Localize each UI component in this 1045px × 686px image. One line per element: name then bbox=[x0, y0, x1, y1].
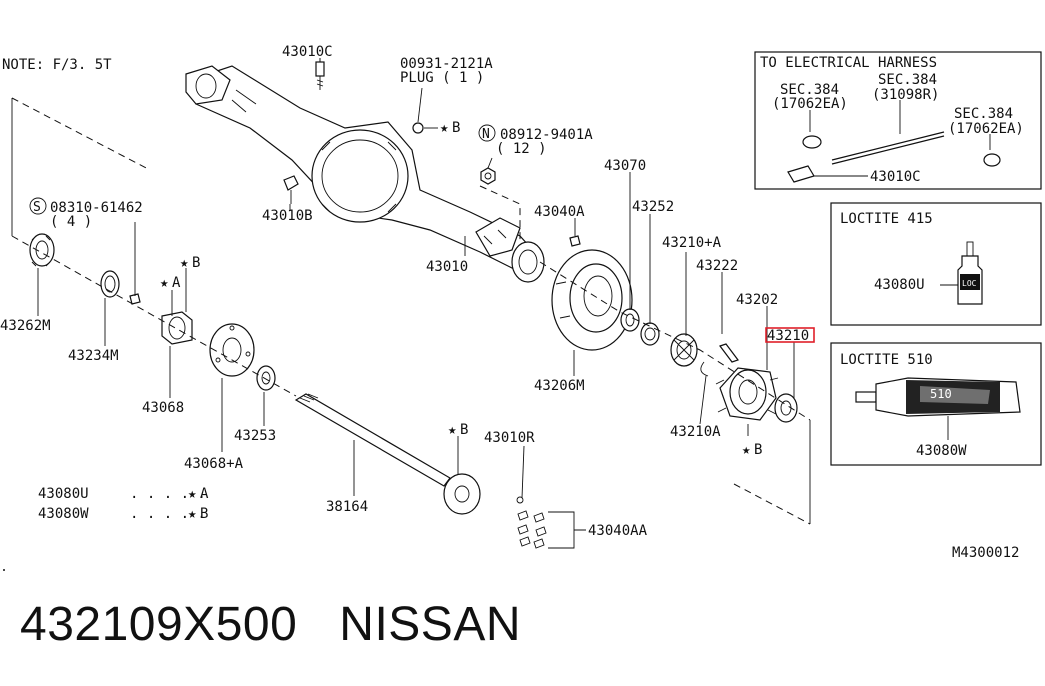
bolt-43010b bbox=[283, 175, 299, 204]
label-08310: 08310-61462 bbox=[50, 200, 143, 216]
star-icon: ★ bbox=[188, 486, 197, 502]
legend-b: B bbox=[200, 506, 208, 522]
circle-n-icon bbox=[478, 124, 496, 142]
stud-group-43040aa bbox=[516, 496, 547, 549]
label-43262m: 43262M bbox=[0, 318, 51, 334]
caption: 432109X500 NISSAN bbox=[20, 597, 521, 652]
star-icon: ★ bbox=[742, 442, 751, 458]
label-star-b-38164: B bbox=[460, 422, 468, 438]
tube-icon: 510 bbox=[855, 377, 1021, 417]
label-star-b-hub: B bbox=[754, 442, 762, 458]
label-43210-highlighted: 43210 bbox=[767, 328, 809, 344]
loctite510-part: 43080W bbox=[916, 443, 967, 459]
seal-43234m bbox=[100, 270, 120, 298]
label-38164: 38164 bbox=[326, 499, 368, 515]
brake-drum-43206m bbox=[551, 249, 633, 351]
label-43040aa: 43040AA bbox=[588, 523, 648, 539]
loctite415-part: 43080U bbox=[874, 277, 925, 293]
label-43210a: 43210A bbox=[670, 424, 721, 440]
label-star-b-43068: B bbox=[192, 255, 200, 271]
legend-dots: . . . . . bbox=[130, 486, 206, 502]
label-43222: 43222 bbox=[696, 258, 738, 274]
bearing-43210a-plus bbox=[670, 333, 698, 367]
label-43010r: 43010R bbox=[484, 430, 535, 446]
axle-housing bbox=[185, 65, 545, 283]
seal-43253 bbox=[256, 365, 276, 391]
star-icon: ★ bbox=[448, 422, 457, 438]
label-43068: 43068 bbox=[142, 400, 184, 416]
label-43040a: 43040A bbox=[534, 204, 585, 220]
label-star-b-plug: B bbox=[452, 120, 460, 136]
harness-sec3: SEC.384 bbox=[954, 106, 1013, 122]
star-icon: ★ bbox=[188, 506, 197, 522]
bearing-43210 bbox=[774, 393, 798, 423]
star-icon: ★ bbox=[160, 275, 169, 291]
caption-brand: NISSAN bbox=[339, 598, 521, 651]
label-43252: 43252 bbox=[632, 199, 674, 215]
harness-box: TO ELECTRICAL HARNESS SEC.384 (17062EA) … bbox=[754, 51, 1042, 190]
tube-text: 510 bbox=[930, 387, 952, 401]
label-43068a: 43068+A bbox=[184, 456, 244, 472]
loctite415-title: LOCTITE 415 bbox=[840, 211, 933, 227]
loctite-415-box: LOCTITE 415 43080U LOC bbox=[830, 202, 1042, 326]
harness-sec2: SEC.384 bbox=[878, 72, 937, 88]
harness-part: 43010C bbox=[870, 169, 921, 185]
caption-part-number: 432109X500 bbox=[20, 598, 298, 651]
star-icon: ★ bbox=[180, 255, 189, 271]
harness-title: TO ELECTRICAL HARNESS bbox=[760, 55, 937, 71]
label-43206m: 43206M bbox=[534, 378, 585, 394]
plate-43068a bbox=[209, 323, 255, 377]
label-n: N bbox=[482, 127, 490, 142]
star-icon: ★ bbox=[440, 120, 449, 136]
legend-43080w: 43080W bbox=[38, 506, 89, 522]
retainer-43262m bbox=[29, 233, 55, 267]
legend-43080u: 43080U bbox=[38, 486, 89, 502]
legend-dots: . . . . . bbox=[130, 506, 206, 522]
label-plug: PLUG ( 1 ) bbox=[400, 70, 484, 86]
harness-sec3-code: (17062EA) bbox=[948, 121, 1024, 137]
label-43253: 43253 bbox=[234, 428, 276, 444]
bottle-icon: LOC bbox=[957, 241, 983, 305]
label-43202: 43202 bbox=[736, 292, 778, 308]
label-08912: 08912-9401A bbox=[500, 127, 593, 143]
harness-sec2-code: (31098R) bbox=[872, 87, 939, 103]
highlight-box bbox=[765, 327, 815, 343]
ring-43210a bbox=[700, 361, 709, 377]
note-label: NOTE: F/3. 5T bbox=[2, 57, 112, 73]
label-08310-qty: ( 4 ) bbox=[50, 214, 92, 230]
legend-a: A bbox=[200, 486, 209, 502]
axle-shaft-38164 bbox=[294, 393, 481, 515]
bolt-43222 bbox=[719, 318, 739, 363]
label-08912-qty: ( 12 ) bbox=[496, 141, 547, 157]
label-43210a-plus: 43210+A bbox=[662, 235, 722, 251]
label-43010c: 43010C bbox=[282, 44, 333, 60]
harness-sec1: SEC.384 bbox=[780, 82, 839, 98]
hub-43202 bbox=[715, 367, 779, 421]
stud-43040a bbox=[569, 235, 581, 247]
bolt-43010c bbox=[315, 58, 325, 90]
loctite-510-box: LOCTITE 510 43080W 510 bbox=[830, 342, 1042, 466]
label-00931: 00931-2121A bbox=[400, 56, 493, 72]
label-43234m: 43234M bbox=[68, 348, 119, 364]
leader-lines bbox=[11, 58, 811, 549]
plug-00931 bbox=[412, 122, 438, 134]
bottle-text: LOC bbox=[962, 279, 977, 288]
circle-s-icon bbox=[29, 197, 47, 215]
bearing-43068 bbox=[161, 311, 193, 345]
label-s: S bbox=[33, 200, 41, 215]
dot bbox=[3, 569, 5, 571]
label-43070: 43070 bbox=[604, 158, 646, 174]
seal-43252 bbox=[640, 322, 660, 346]
label-star-a-43068: A bbox=[172, 275, 181, 291]
label-43010b: 43010B bbox=[262, 208, 313, 224]
harness-sec1-code: (17062EA) bbox=[772, 96, 848, 112]
loctite510-title: LOCTITE 510 bbox=[840, 352, 933, 368]
nut-08912 bbox=[480, 167, 496, 185]
diagram-code: M4300012 bbox=[952, 545, 1019, 561]
label-43010: 43010 bbox=[426, 259, 468, 275]
